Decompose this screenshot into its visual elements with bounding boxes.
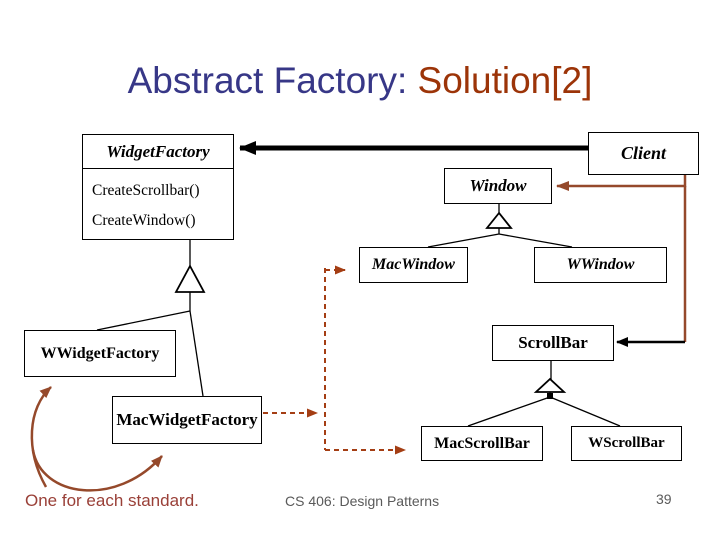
annotation-curved-arrows [30,386,163,492]
class-box-w-window: WWindow [534,247,667,283]
class-box-mac-scrollbar: MacScrollBar [421,426,543,461]
class-box-mac-window: MacWindow [359,247,468,283]
macwidgetfactory-creates-dashed [263,265,406,455]
class-box-w-widget-factory: WWidgetFactory [24,330,176,377]
widgetfactory-inheritance [96,240,206,397]
widget-factory-methods: CreateScrollbar() CreateWindow() [83,169,233,236]
class-box-client: Client [588,132,699,175]
title-main: Abstract Factory: [127,60,408,101]
footer-course: CS 406: Design Patterns [285,493,440,509]
window-inheritance [427,204,573,248]
client-to-window-arrow [556,175,687,191]
method-create-scrollbar: CreateScrollbar() [92,182,200,199]
class-box-widget-factory: WidgetFactory CreateScrollbar() CreateWi… [82,134,234,240]
annotation-text: One for each standard. [25,491,199,510]
scrollbar-inheritance [467,361,621,427]
method-create-window: CreateWindow() [92,212,196,229]
class-box-w-scrollbar: WScrollBar [571,426,682,461]
class-box-scrollbar: ScrollBar [492,325,614,361]
footer-page-number: 39 [656,491,672,507]
class-name-widget-factory: WidgetFactory [83,135,233,169]
title-accent: Solution[2] [407,60,593,101]
class-box-mac-widget-factory: MacWidgetFactory [112,396,262,444]
client-to-scrollbar-arrow [616,186,687,347]
page-title: Abstract Factory: Solution[2] [0,60,720,102]
class-box-window: Window [444,168,552,204]
